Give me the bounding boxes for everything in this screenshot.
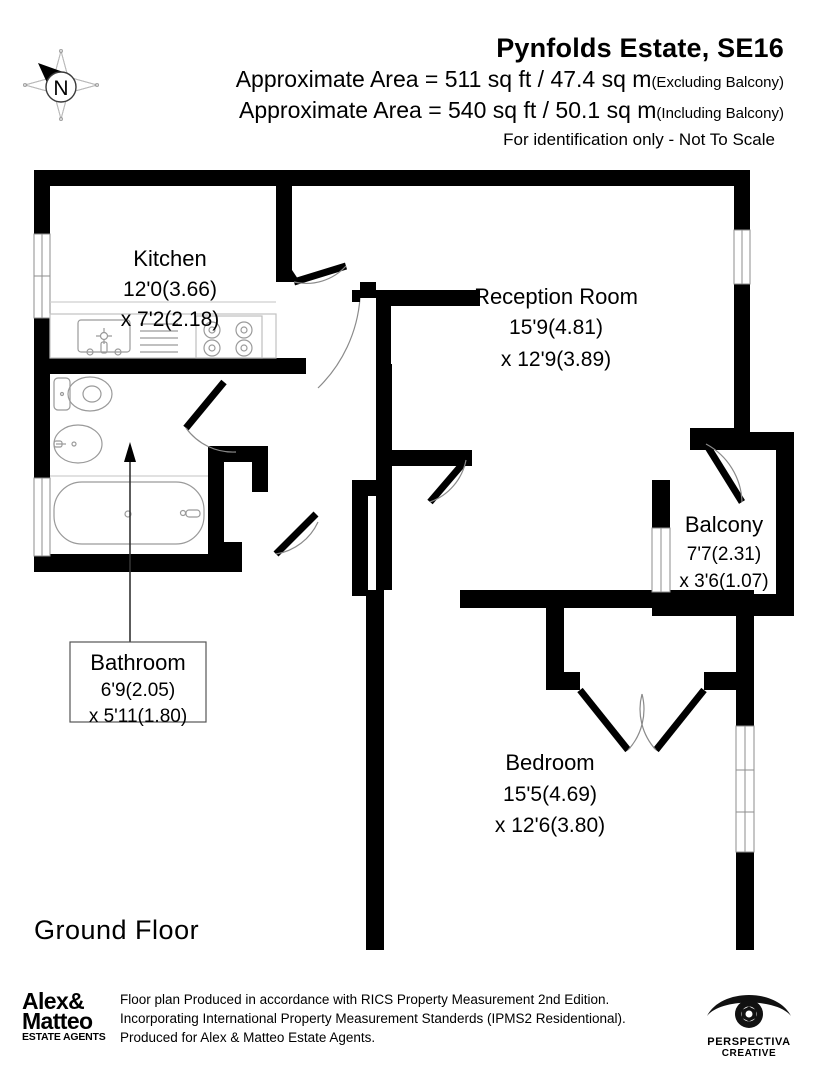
window-reception [733,229,751,285]
perspectiva-line-2: CREATIVE [721,1048,777,1059]
floor-plan: Kitchen 12'0(3.66) x 7'2(2.18) Reception… [0,150,820,950]
room-label-balcony: Balcony 7'7(2.31) x 3'6(1.07) [679,512,768,592]
bathroom-leader [124,442,136,642]
window-bathroom [33,477,51,557]
disclaimer-text: Floor plan Produced in accordance with R… [120,990,680,1047]
disclaimer-line-3: Produced for Alex & Matteo Estate Agents… [120,1030,376,1046]
basin-icon [53,424,103,464]
svg-text:Balcony: Balcony [685,512,763,537]
svg-text:Bedroom: Bedroom [505,750,594,775]
footer: Alex& Matteo ESTATE AGENTS Floor plan Pr… [0,980,820,1080]
door-bedroom-double [577,687,707,753]
toilet-icon [53,376,113,412]
room-label-kitchen: Kitchen 12'0(3.66) x 7'2(2.18) [121,246,220,331]
perspectiva-creative-logo: PERSPECTIVA CREATIVE [694,986,804,1059]
svg-text:x 12'6(3.80): x 12'6(3.80) [495,814,605,837]
svg-text:6'9(2.05): 6'9(2.05) [101,680,175,701]
alex-matteo-logo: Alex& Matteo ESTATE AGENTS [22,988,118,1044]
window-balcony [651,527,671,593]
identification-notice: For identification only - Not To Scale [503,129,775,149]
page-title: Pynfolds Estate, SE16 [496,33,784,63]
svg-text:7'7(2.31): 7'7(2.31) [687,544,761,565]
hob-icon [195,315,263,359]
room-label-bedroom: Bedroom 15'5(4.69) x 12'6(3.80) [495,750,605,837]
door-bathroom [183,379,237,453]
svg-text:x 7'2(2.18): x 7'2(2.18) [121,308,220,331]
drainer-icon [140,323,178,353]
door-balcony [703,442,745,504]
area-excluding-suffix: (Excluding Balcony) [651,73,784,91]
area-including-balcony: Approximate Area = 540 sq ft / 50.1 sq m… [0,95,820,126]
eye-aperture-icon [707,995,791,1028]
floor-level-label: Ground Floor [34,915,200,945]
svg-text:Kitchen: Kitchen [133,246,206,271]
perspectiva-line-1: PERSPECTIVA [707,1036,791,1048]
logo-line-2: Matteo [22,1007,93,1034]
door-hall-main [317,290,361,389]
area-excluding-text: Approximate Area = 511 sq ft / 47.4 sq m [235,65,652,92]
windows [33,229,755,853]
disclaimer-line-1: Floor plan Produced in accordance with R… [120,992,610,1007]
area-including-text: Approximate Area = 540 sq ft / 50.1 sq m [238,96,657,123]
logo-line-3: ESTATE AGENTS [22,1031,106,1044]
window-kitchen [33,233,51,319]
area-including-suffix: (Including Balcony) [656,104,784,122]
compass-label: N [53,77,68,100]
room-label-reception: Reception Room 15'9(4.81) x 12'9(3.89) [474,284,638,371]
room-labels: Kitchen 12'0(3.66) x 7'2(2.18) Reception… [69,246,769,837]
logo-line-1: Alex& [22,988,85,1014]
svg-text:x 12'9(3.89): x 12'9(3.89) [501,348,611,371]
svg-text:x 5'11(1.80): x 5'11(1.80) [89,706,187,727]
svg-text:15'5(4.69): 15'5(4.69) [503,783,597,806]
window-bedroom [735,725,755,853]
door-hall-cupboard [273,511,319,557]
door-reception [427,457,469,505]
disclaimer-line-2: Incorporating International Property Mea… [120,1011,626,1027]
svg-text:15'9(4.81): 15'9(4.81) [509,316,603,339]
area-excluding-balcony: Approximate Area = 511 sq ft / 47.4 sq m… [0,64,820,95]
compass-north-icon: N [18,45,104,125]
door-hall-side [391,306,393,364]
bathtub-icon [50,475,208,545]
svg-text:12'0(3.66): 12'0(3.66) [123,278,217,301]
sink-icon [77,319,131,356]
fixtures [49,301,277,545]
header: Pynfolds Estate, SE16 Approximate Area =… [0,0,820,150]
svg-text:Reception Room: Reception Room [474,284,638,309]
svg-text:x 3'6(1.07): x 3'6(1.07) [679,571,768,592]
doors [183,262,745,753]
room-label-bathroom: Bathroom 6'9(2.05) x 5'11(1.80) [69,641,207,727]
door-kitchen [292,262,348,286]
svg-text:Bathroom: Bathroom [90,650,185,675]
